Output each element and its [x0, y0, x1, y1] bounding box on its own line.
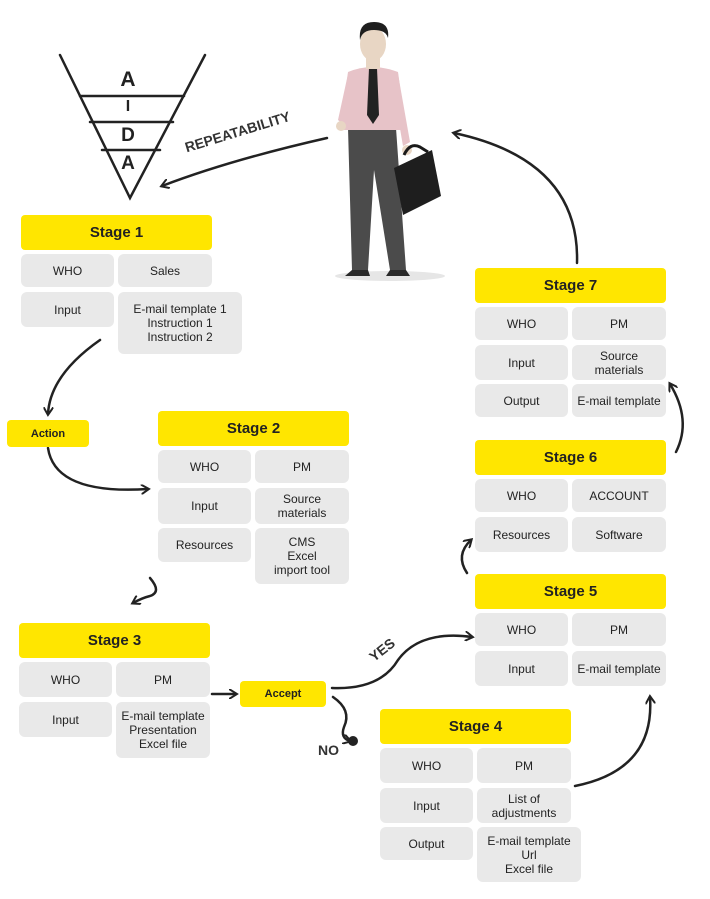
aida-letter-d: D — [121, 125, 135, 146]
stage-4-who-label: WHO — [380, 748, 473, 783]
stage-4-input-label: Input — [380, 788, 473, 823]
arrow-accept-yes — [330, 636, 472, 690]
stage-2-resources-value: CMS Excel import tool — [255, 528, 349, 584]
stage-6-resources-label: Resources — [475, 517, 568, 552]
stage-7-output-label: Output — [475, 384, 568, 417]
stage-3-who-value: PM — [116, 662, 210, 697]
stage-2-who-value: PM — [255, 450, 349, 483]
stage-5-title: Stage 5 — [475, 574, 666, 609]
stage-6-title: Stage 6 — [475, 440, 666, 475]
aida-letter-a2: A — [121, 153, 135, 174]
stage-7-who-value: PM — [572, 307, 666, 340]
arrow-stage6-stage7 — [670, 384, 684, 454]
stage-6-who-value: ACCOUNT — [572, 479, 666, 512]
stage-3-input-value: E-mail template Presentation Excel file — [116, 702, 210, 758]
stage-2-input-label: Input — [158, 488, 251, 524]
stage-3-input-label: Input — [19, 702, 112, 737]
arrow-stage2-stage3 — [133, 576, 158, 603]
accept-label: Accept — [240, 681, 326, 707]
stage-5-who-label: WHO — [475, 613, 568, 646]
stage-6-who-label: WHO — [475, 479, 568, 512]
stage-2-resources-label: Resources — [158, 528, 251, 562]
stage-7-title: Stage 7 — [475, 268, 666, 303]
aida-letter-a1: A — [120, 68, 136, 91]
aida-funnel — [58, 53, 207, 201]
no-label: NO — [318, 742, 339, 758]
stage-2-input-value: Source materials — [255, 488, 349, 524]
stage-6-resources-value: Software — [572, 517, 666, 552]
stage-7-input-label: Input — [475, 345, 568, 380]
stage-3-title: Stage 3 — [19, 623, 210, 658]
stage-2-title: Stage 2 — [158, 411, 349, 446]
arrow-action-stage2 — [46, 446, 148, 490]
action-label: Action — [7, 420, 89, 447]
stage-3-who-label: WHO — [19, 662, 112, 697]
stage-4-input-value: List of adjustments — [477, 788, 571, 823]
stage-5-input-label: Input — [475, 651, 568, 686]
stage-5-who-value: PM — [572, 613, 666, 646]
arrow-stage7-person — [454, 133, 579, 265]
stage-1-who-label: WHO — [21, 254, 114, 287]
stage-5-input-value: E-mail template — [572, 651, 666, 686]
arrow-stage4-stage5 — [573, 697, 650, 788]
stage-7-input-value: Source materials — [572, 345, 666, 380]
businessman-illustration — [335, 22, 445, 281]
arrow-accept-no — [331, 695, 350, 741]
stage-1-who-value: Sales — [118, 254, 212, 287]
stage-7-who-label: WHO — [475, 307, 568, 340]
stage-4-who-value: PM — [477, 748, 571, 783]
stage-7-output-value: E-mail template — [572, 384, 666, 417]
repeatability-arrow — [162, 136, 329, 186]
stage-1-input-label: Input — [21, 292, 114, 327]
stage-4-output-value: E-mail template Url Excel file — [477, 827, 581, 882]
stage-1-input-value: E-mail template 1 Instruction 1 Instruct… — [118, 292, 242, 354]
stage-4-title: Stage 4 — [380, 709, 571, 744]
stage-1-title: Stage 1 — [21, 215, 212, 250]
aida-letter-i: I — [125, 98, 131, 115]
arrow-stage5-stage6 — [460, 540, 471, 575]
no-loop-knot — [348, 736, 358, 746]
stage-4-output-label: Output — [380, 827, 473, 860]
stage-2-who-label: WHO — [158, 450, 251, 483]
arrow-stage1-action — [48, 338, 102, 414]
